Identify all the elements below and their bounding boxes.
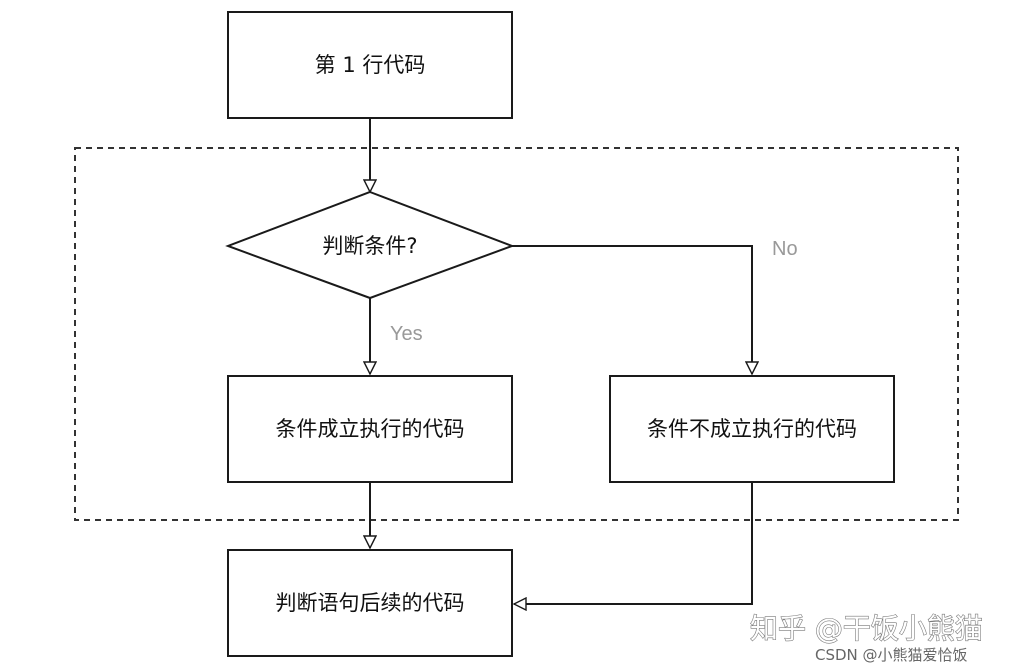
node-true-branch-label: 条件成立执行的代码: [276, 417, 465, 441]
node-line1-label: 第 1 行代码: [315, 53, 426, 77]
node-after-box: [227, 549, 513, 657]
judgment-scope-boundary: [74, 147, 959, 521]
watermark-csdn: CSDN @小熊猫爱恰饭: [815, 646, 968, 664]
node-condition-label: 判断条件?: [322, 234, 417, 258]
node-condition-diamond: [225, 190, 515, 300]
node-false-branch-box: [609, 375, 895, 483]
edge-condition-to-false: [512, 245, 752, 374]
node-after-label: 判断语句后续的代码: [276, 591, 465, 615]
watermark-zhihu: 知乎 @干饭小熊猫: [750, 612, 983, 645]
node-false-branch-label: 条件不成立执行的代码: [647, 417, 857, 441]
node-true-branch-box: [227, 375, 513, 483]
node-line1-box: [227, 11, 513, 119]
edge-label-no: No: [772, 238, 798, 260]
edge-false-to-after: [514, 482, 753, 604]
edge-label-yes: Yes: [390, 323, 423, 345]
